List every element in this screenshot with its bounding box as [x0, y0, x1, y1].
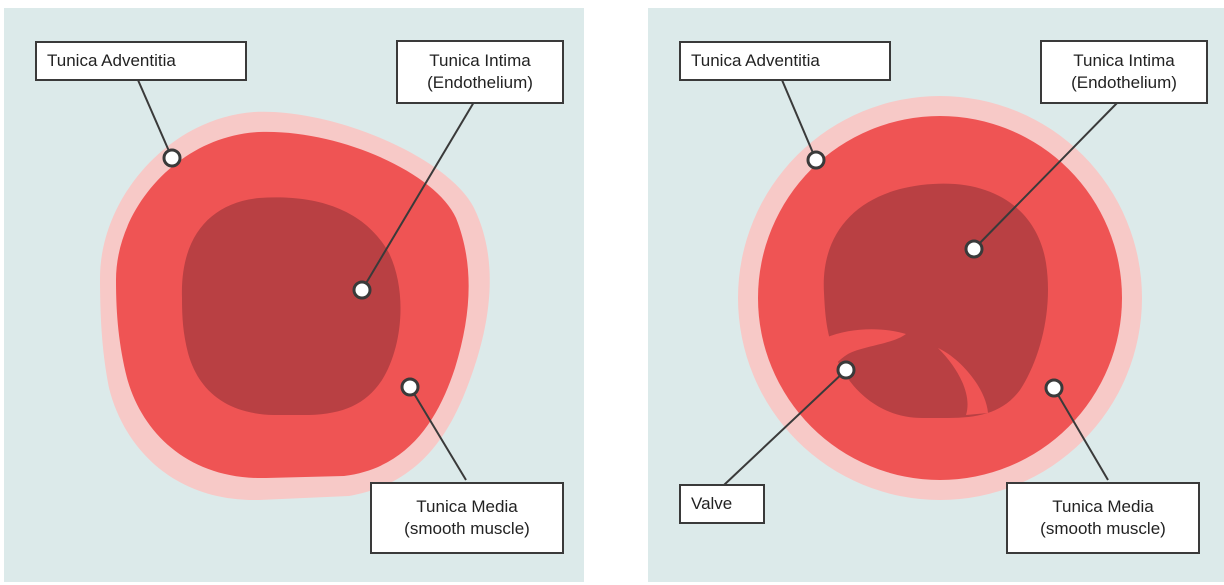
- artery-tunica-adventitia-text: Tunica Adventitia: [47, 50, 176, 72]
- artery-tunica-media-text: Tunica Media: [404, 496, 530, 518]
- vein-intima-lumen: [824, 184, 1048, 418]
- vein-smooth-muscle-text: (smooth muscle): [1040, 518, 1166, 540]
- vein-tunica-media-text: Tunica Media: [1040, 496, 1166, 518]
- artery-adventitia-leader: [138, 80, 172, 158]
- vein-valve-marker: [838, 362, 854, 378]
- artery-intima-lumen: [182, 197, 401, 415]
- vein-diagram-panel: Tunica Adventitia Tunica Intima (Endothe…: [648, 8, 1224, 582]
- vein-endothelium-text: (Endothelium): [1071, 72, 1177, 94]
- vein-intima-marker: [966, 241, 982, 257]
- artery-adventitia-marker: [164, 150, 180, 166]
- artery-tunica-adventitia-label: Tunica Adventitia: [35, 41, 247, 81]
- artery-media-marker: [402, 379, 418, 395]
- artery-smooth-muscle-text: (smooth muscle): [404, 518, 530, 540]
- vein-valve-label: Valve: [679, 484, 765, 524]
- vein-valve-text: Valve: [691, 493, 732, 515]
- vein-adventitia-leader: [782, 80, 816, 160]
- vein-adventitia-marker: [808, 152, 824, 168]
- vein-tunica-media-label: Tunica Media (smooth muscle): [1006, 482, 1200, 554]
- artery-tunica-intima-text: Tunica Intima: [427, 50, 533, 72]
- artery-tunica-intima-label: Tunica Intima (Endothelium): [396, 40, 564, 104]
- artery-tunica-media-label: Tunica Media (smooth muscle): [370, 482, 564, 554]
- vein-tunica-adventitia-label: Tunica Adventitia: [679, 41, 891, 81]
- artery-endothelium-text: (Endothelium): [427, 72, 533, 94]
- vein-tunica-adventitia-text: Tunica Adventitia: [691, 50, 820, 72]
- vein-media-marker: [1046, 380, 1062, 396]
- vein-tunica-intima-text: Tunica Intima: [1071, 50, 1177, 72]
- artery-intima-marker: [354, 282, 370, 298]
- artery-diagram-panel: Tunica Adventitia Tunica Intima (Endothe…: [4, 8, 584, 582]
- vein-tunica-intima-label: Tunica Intima (Endothelium): [1040, 40, 1208, 104]
